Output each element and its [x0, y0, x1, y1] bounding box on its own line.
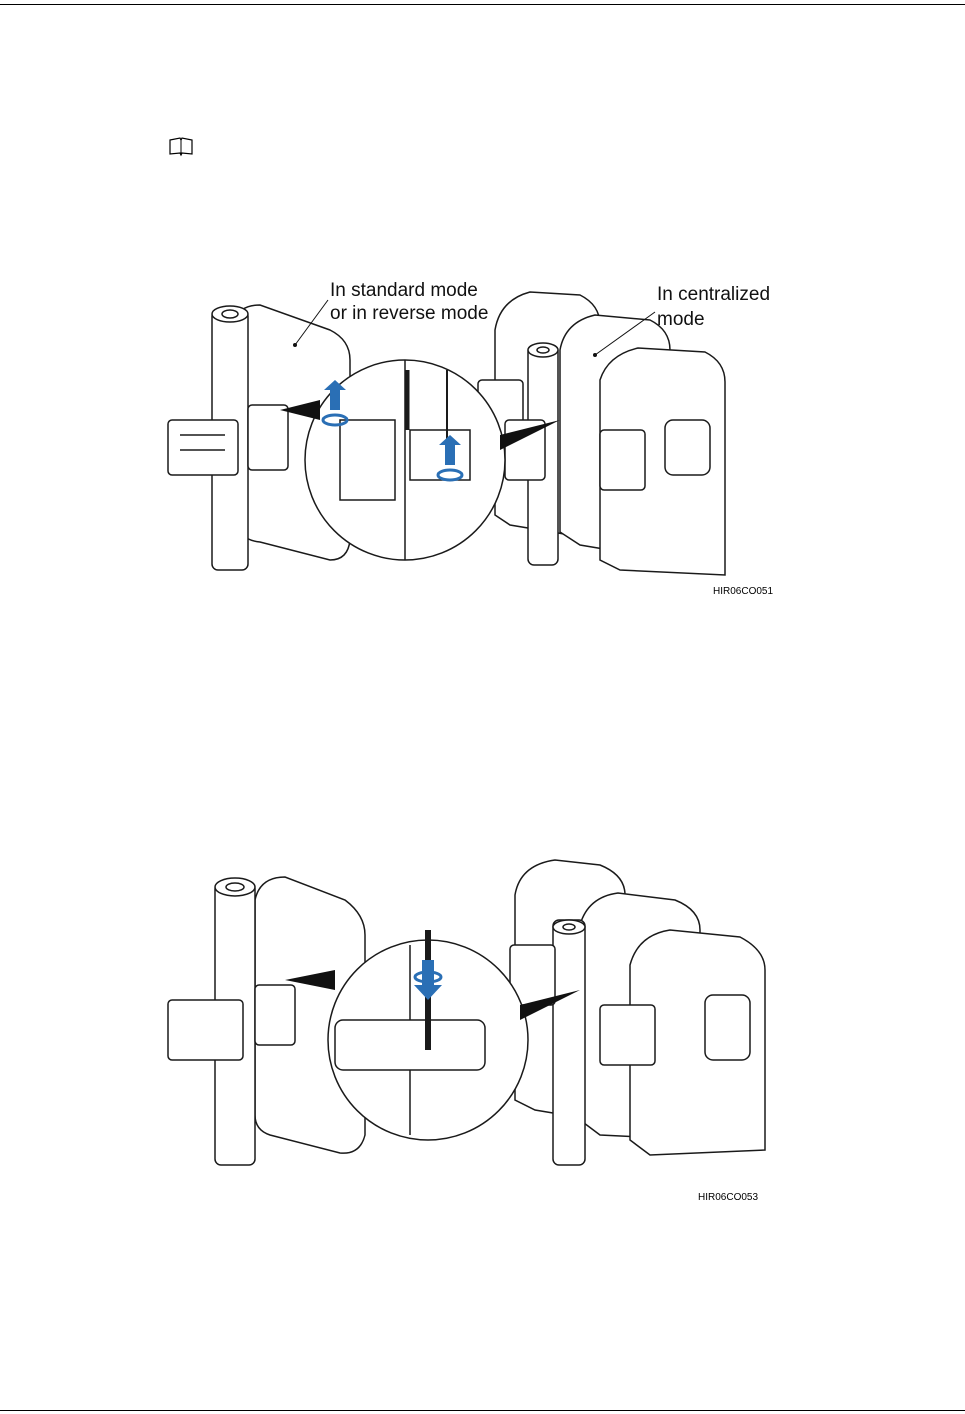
header-rule [0, 4, 965, 5]
footer-rule [0, 1410, 965, 1411]
figure-standard-centralized-mode: In standard mode or in reverse mode In c… [160, 270, 810, 590]
pole-right [553, 920, 585, 1165]
figure2-caption-id: HIR06CO053 [698, 1192, 758, 1203]
bracket-left [168, 420, 238, 475]
callout-centralized-line1: In centralized [657, 284, 770, 305]
callout-centralized-line2: mode [657, 309, 705, 330]
figure1-caption-id: HIR06CO051 [713, 586, 773, 597]
callout-standard-line2: or in reverse mode [330, 303, 488, 324]
figure-tighten-screw: HIR06CO053 [160, 855, 810, 1185]
note-book-icon [168, 137, 194, 157]
callout-standard-line1: In standard mode [330, 280, 478, 301]
